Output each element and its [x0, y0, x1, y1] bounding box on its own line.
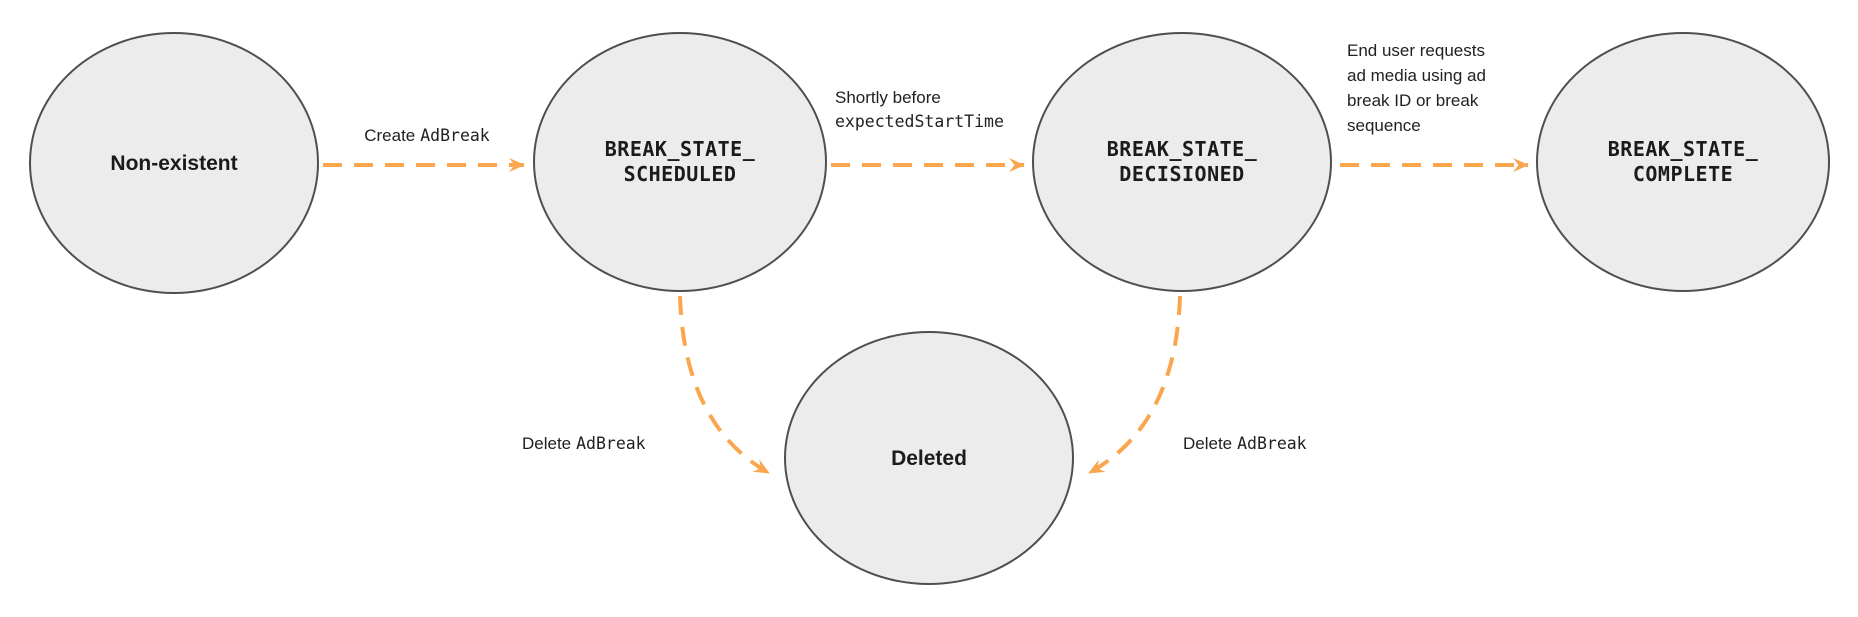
edge-label-plain: Shortly before — [835, 88, 941, 107]
state-label-line2: COMPLETE — [1632, 162, 1734, 186]
edge-label-line: break ID or break — [1347, 91, 1479, 110]
edge-label-line: sequence — [1347, 116, 1421, 135]
edge-label-code: AdBreak — [420, 126, 490, 145]
state-label-line2: DECISIONED — [1119, 162, 1245, 186]
edge-label-plain: Delete — [522, 434, 572, 453]
edge-label-end-user-requests: End user requests ad media using ad brea… — [1347, 38, 1537, 138]
state-label-line1: BREAK_STATE_ — [604, 137, 756, 161]
state-node-deleted: Deleted — [784, 331, 1074, 585]
state-label-line1: BREAK_STATE_ — [1607, 137, 1759, 161]
state-label: Non-existent — [110, 151, 238, 175]
edge-delete-adbreak-right-arrow — [1088, 295, 1182, 475]
edge-label-shortly-before: Shortly before expectedStartTime — [835, 86, 1004, 134]
edge-label-plain: Create — [364, 126, 416, 145]
state-label: BREAK_STATE_ DECISIONED — [1107, 137, 1258, 187]
edge-label-line: End user requests — [1347, 41, 1485, 60]
state-label: BREAK_STATE_ SCHEDULED — [605, 137, 756, 187]
state-label-line2: SCHEDULED — [623, 162, 737, 186]
state-label: BREAK_STATE_ COMPLETE — [1608, 137, 1759, 187]
edge-label-plain: Delete — [1183, 434, 1233, 453]
state-label-line1: BREAK_STATE_ — [1106, 137, 1258, 161]
state-node-non-existent: Non-existent — [29, 32, 319, 294]
edge-label-code: expectedStartTime — [835, 112, 1004, 131]
edge-label-line: ad media using ad — [1347, 66, 1486, 85]
edge-label-code: AdBreak — [576, 434, 646, 453]
state-node-break-state-complete: BREAK_STATE_ COMPLETE — [1536, 32, 1830, 292]
edge-delete-adbreak-left-arrow — [678, 295, 770, 475]
state-node-break-state-decisioned: BREAK_STATE_ DECISIONED — [1032, 32, 1332, 292]
edge-label-code: AdBreak — [1237, 434, 1307, 453]
state-label: Deleted — [891, 446, 967, 470]
state-node-break-state-scheduled: BREAK_STATE_ SCHEDULED — [533, 32, 827, 292]
